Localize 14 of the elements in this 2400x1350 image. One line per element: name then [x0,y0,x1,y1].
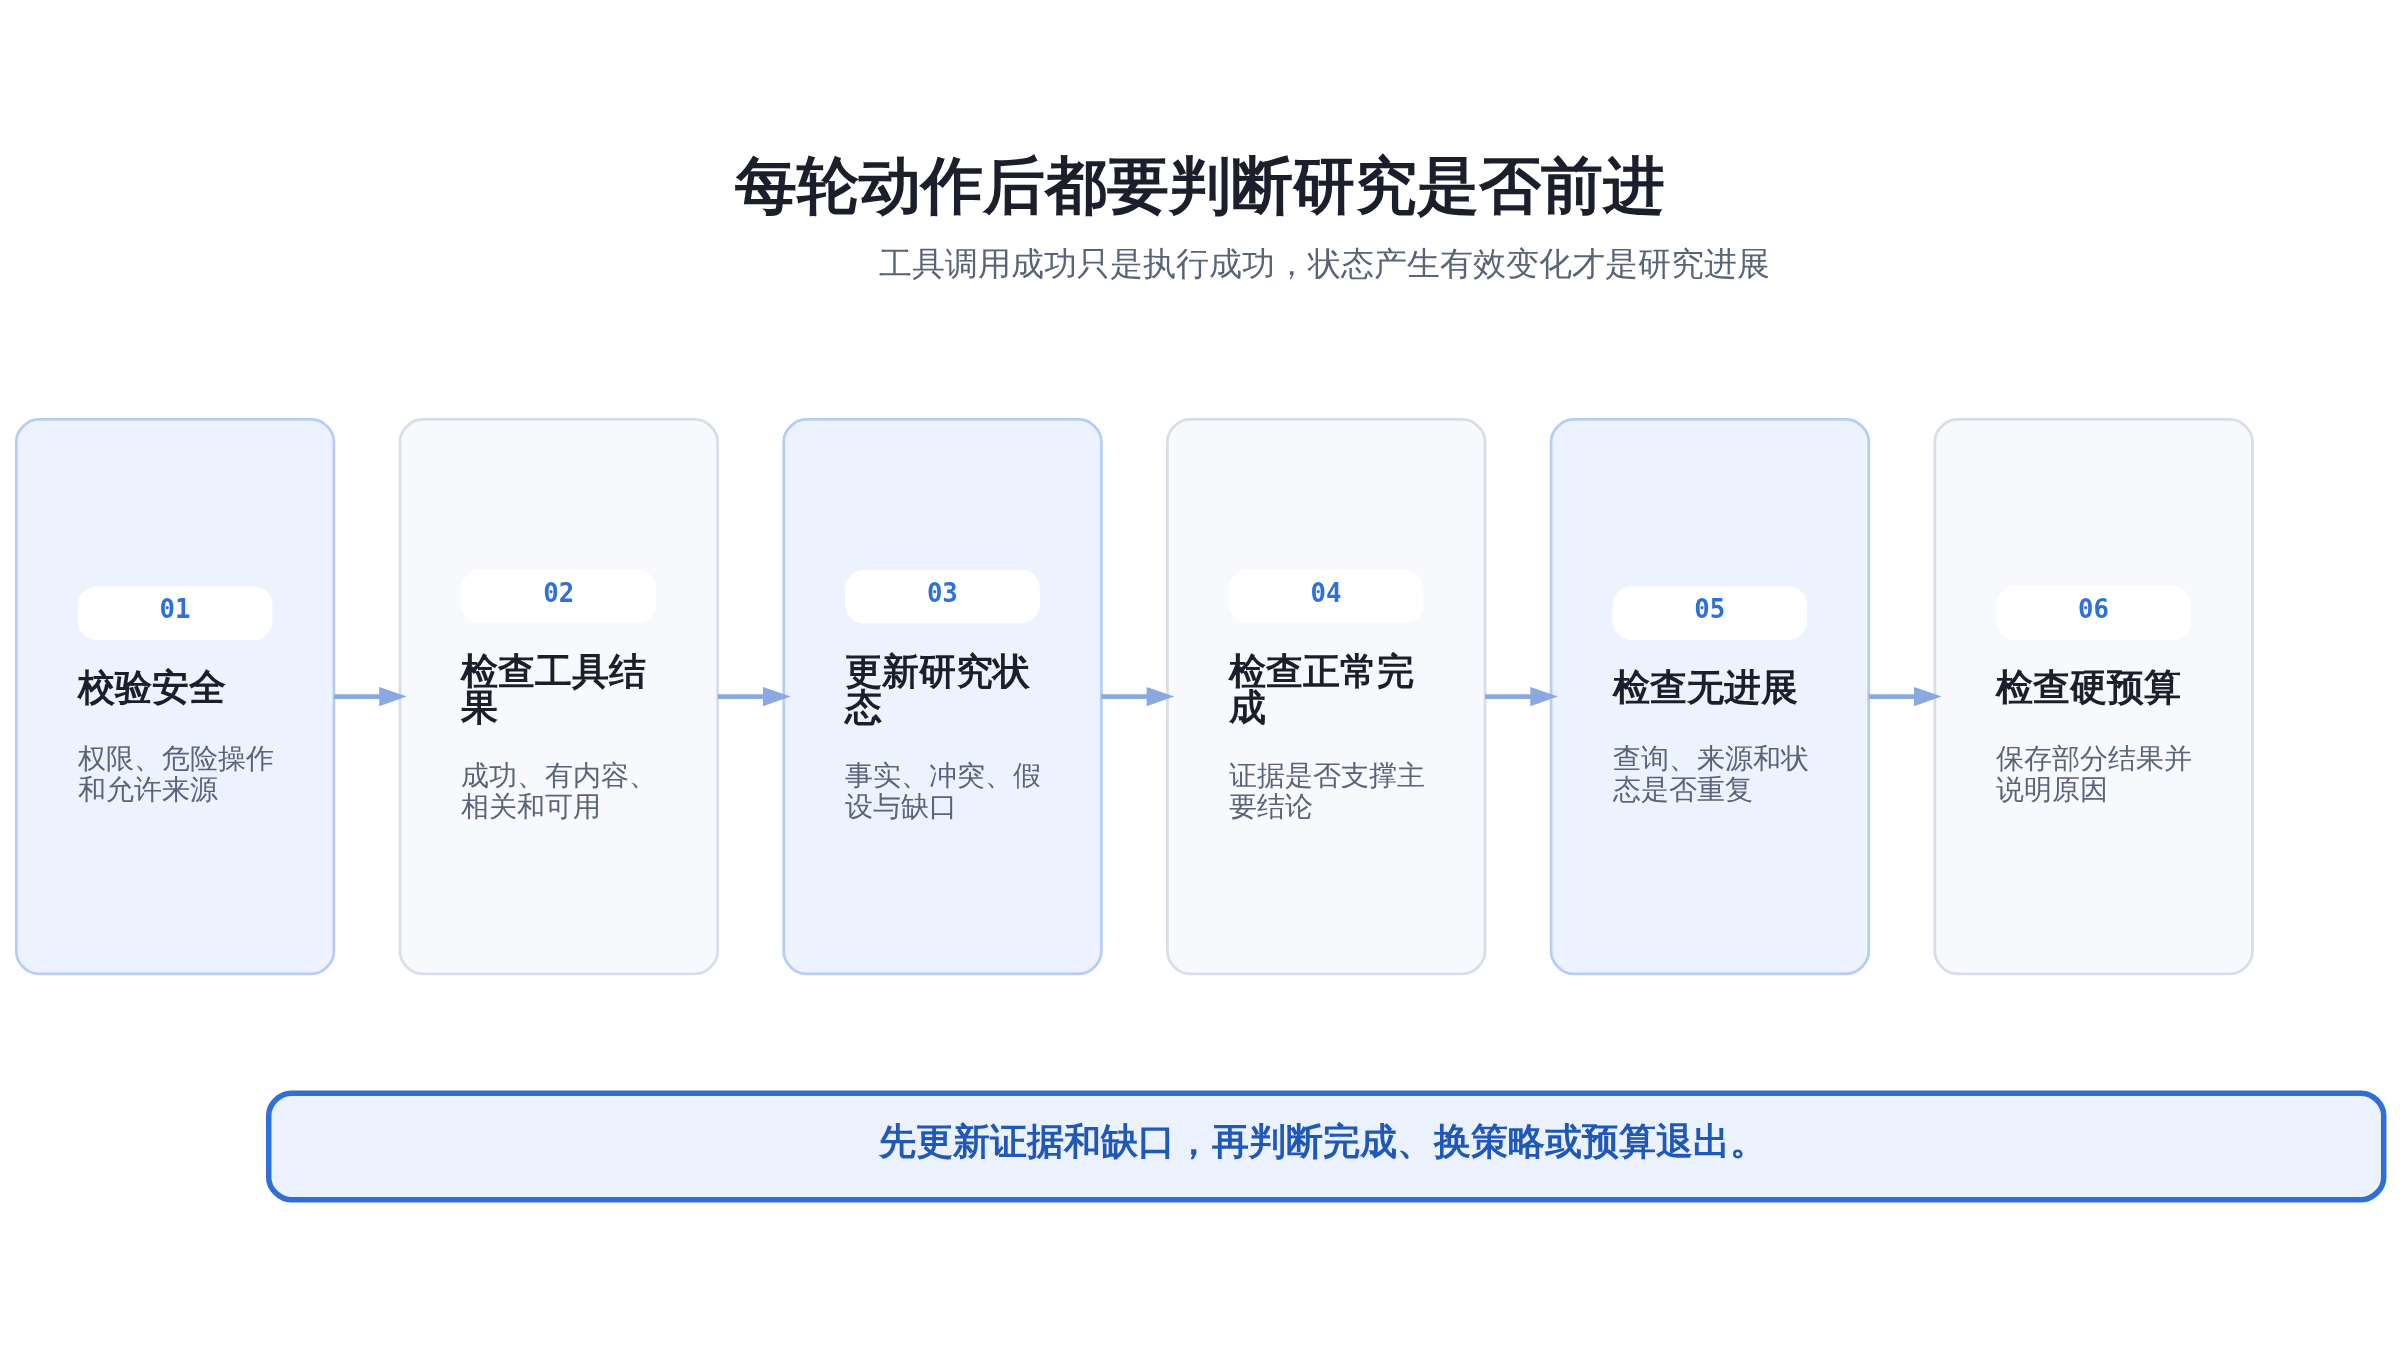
arrow [717,686,791,706]
node-box: 先更新证据和缺口，再判断完成、换策略或预算退出。 [265,1089,2387,1202]
node-box: 02 检查工具结果 成功、有内容、相关和可用 [398,417,719,975]
diagram-title: 每轮动作后都要判断研究是否前进 [734,148,1665,222]
node-box: 05 检查无进展 查询、来源和状态是否重复 [1549,417,1871,975]
node-box: 06 检查硬预算 保存部分结果并说明原因 [1933,417,2254,975]
arrow [1868,686,1942,706]
arrow [1101,686,1175,706]
node-box: 01 校验安全 权限、危险操作和允许来源 [14,417,336,975]
label: 工具调用成功只是执行成功，状态产生有效变化才是研究进展 [879,243,1771,283]
arrow [334,686,407,706]
node-box: 03 更新研究状态 事实、冲突、假设与缺口 [782,417,1103,975]
arrow [1485,686,1558,706]
node-box: 04 检查正常完成 证据是否支撑主要结论 [1166,417,1487,975]
